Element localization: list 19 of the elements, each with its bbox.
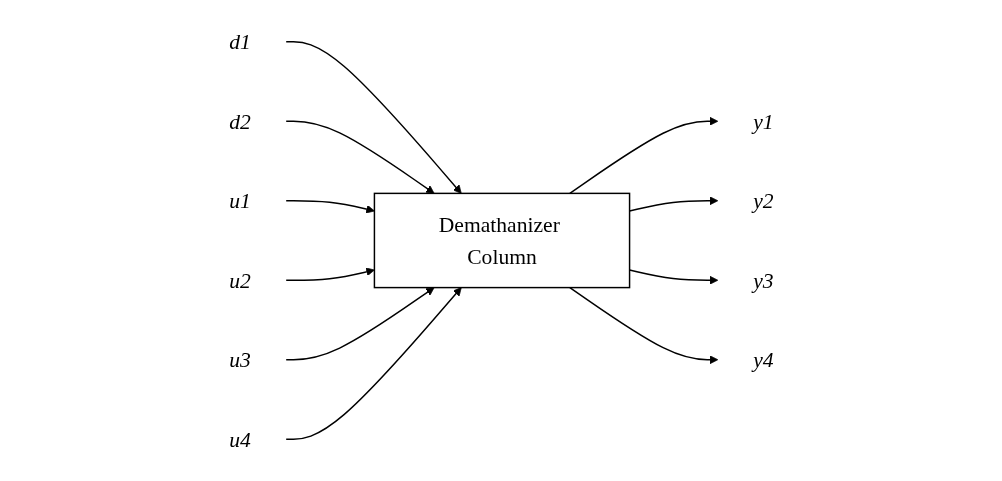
- node-box: Demathanizer Column: [373, 192, 630, 289]
- arrow: [568, 116, 718, 195]
- node-text: d1: [228, 29, 251, 55]
- node-text: d2: [228, 109, 251, 134]
- arrow: [284, 287, 435, 361]
- arrow: [284, 200, 375, 214]
- node-text: u1: [228, 188, 251, 214]
- arrow: [284, 267, 375, 281]
- arrow: [284, 41, 462, 194]
- node-text: u4: [228, 426, 251, 452]
- arrow: [568, 286, 718, 365]
- node-text: u3: [228, 347, 251, 372]
- node-text: y2: [752, 188, 774, 214]
- node-text: u2: [228, 267, 251, 293]
- node-text: y1: [752, 109, 774, 134]
- arrow: [284, 120, 435, 194]
- arrow: [284, 287, 462, 440]
- node-text: y3: [752, 267, 774, 293]
- node-text: y4: [752, 347, 774, 372]
